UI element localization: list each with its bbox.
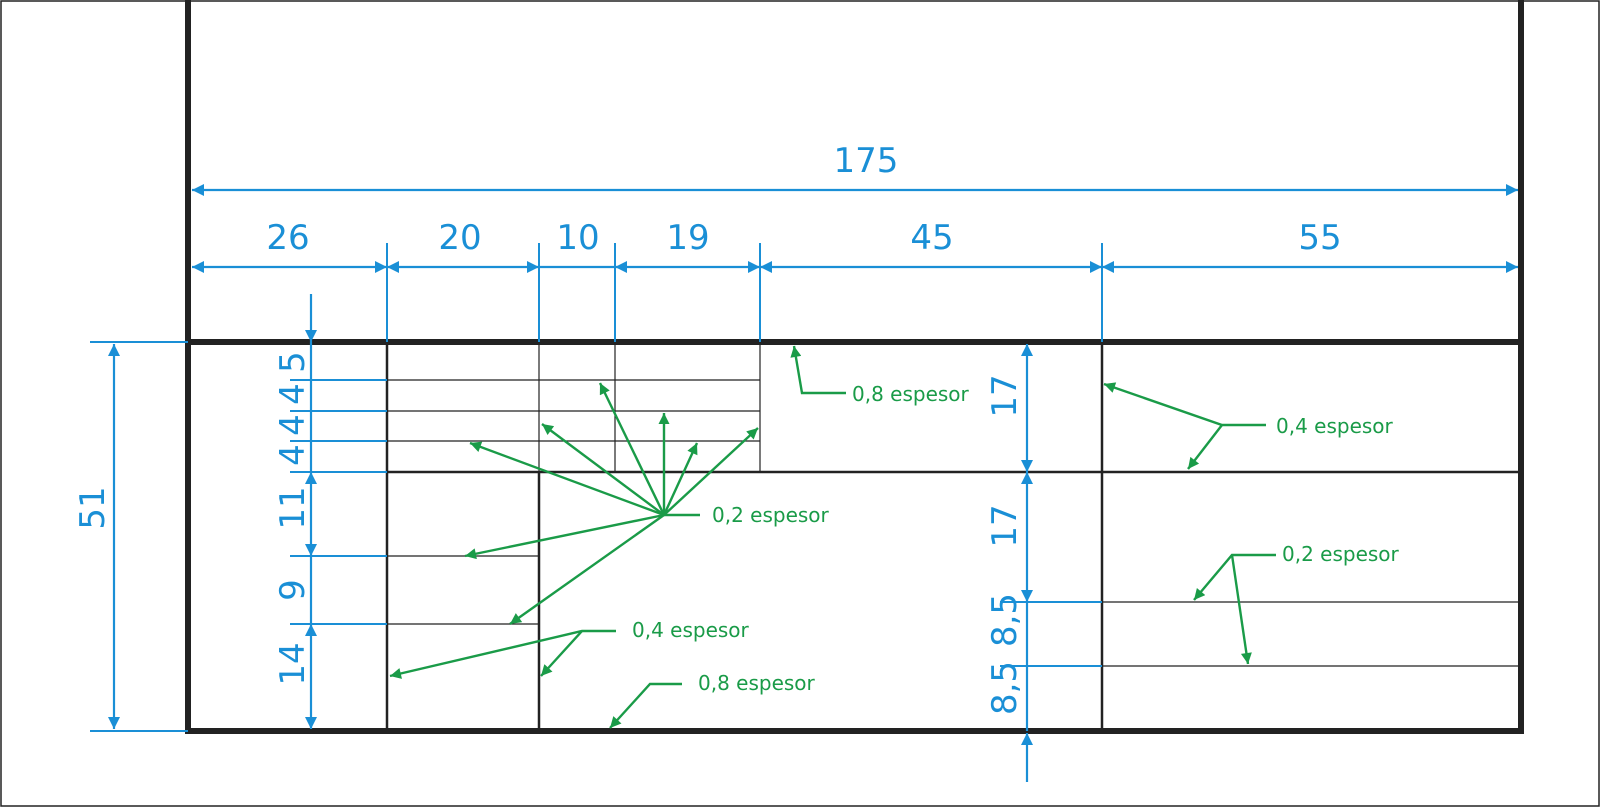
leader-08-top — [790, 345, 846, 395]
dim-45-label: 45 — [910, 218, 953, 258]
note-08-bottom: 0,8 espesor — [698, 671, 816, 695]
leader-02-center — [464, 513, 665, 560]
dim-9-label: 9 — [273, 579, 313, 601]
dim-4b-label: 4 — [273, 414, 313, 436]
annotation-leaders — [389, 345, 1276, 729]
leader-02-center — [469, 441, 665, 517]
dim-26-label: 26 — [266, 218, 309, 258]
note-04-bottom: 0,4 espesor — [632, 618, 750, 642]
leader-02-center — [541, 423, 665, 516]
leader-04-right-b — [1187, 424, 1223, 470]
dim-11-label: 11 — [273, 486, 313, 529]
dim-55-label: 55 — [1298, 218, 1341, 258]
dim-17b-label: 17 — [985, 504, 1025, 547]
leader-04-bottom-b — [540, 630, 583, 677]
dim-5-label: 5 — [273, 351, 313, 373]
dim-10-label: 10 — [556, 218, 599, 258]
leader-04-bottom-a — [389, 629, 616, 679]
leader-08-bottom — [609, 682, 682, 729]
note-08-top: 0,8 espesor — [852, 382, 970, 406]
dim-8-5a-label: 8,5 — [985, 593, 1025, 647]
dim-8-5b-label: 8,5 — [985, 661, 1025, 715]
dim-20-label: 20 — [438, 218, 481, 258]
thin-lines — [387, 342, 1521, 667]
dim-51-label: 51 — [73, 486, 113, 529]
dim-175-label: 175 — [834, 141, 899, 181]
dim-4a-label: 4 — [273, 383, 313, 405]
note-02-center: 0,2 espesor — [712, 503, 830, 527]
leader-02-center — [509, 514, 665, 625]
leader-02-center — [663, 427, 759, 516]
extension-lines — [90, 243, 1103, 732]
note-02-right: 0,2 espesor — [1282, 542, 1400, 566]
dim-4c-label: 4 — [273, 444, 313, 466]
leader-02-right-b — [1230, 554, 1252, 665]
dim-19-label: 19 — [666, 218, 709, 258]
thick-frame-lines — [185, 0, 1524, 734]
leader-02-center — [598, 382, 666, 516]
dim-17a-label: 17 — [985, 374, 1025, 417]
leader-02-center — [662, 442, 699, 516]
dim-14-label: 14 — [273, 642, 313, 685]
leader-04-right-a — [1103, 382, 1266, 427]
note-04-right: 0,4 espesor — [1276, 414, 1394, 438]
dimension-lines — [108, 184, 1518, 782]
